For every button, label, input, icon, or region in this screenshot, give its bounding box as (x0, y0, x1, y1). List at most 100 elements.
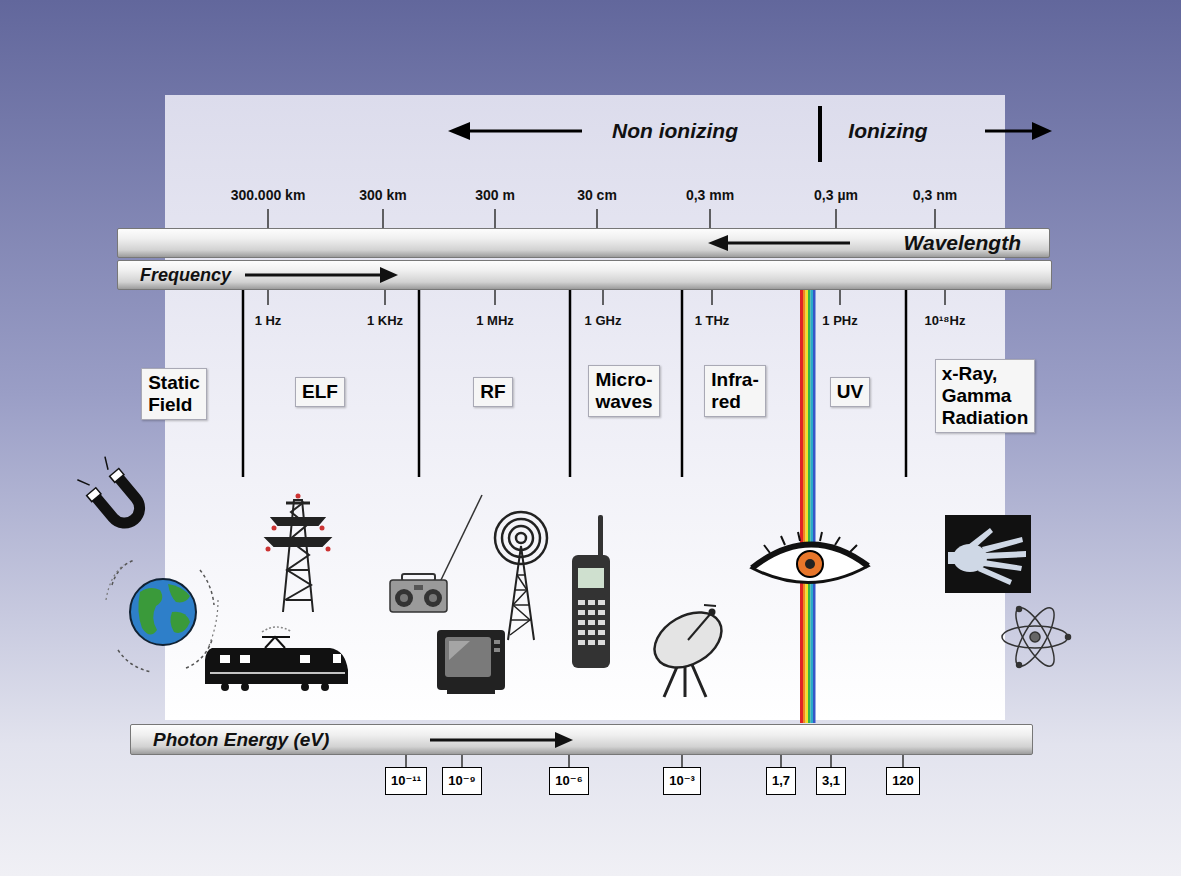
eye-icon (752, 544, 868, 582)
visible-light-band (803, 290, 806, 723)
label-holder: 0,3 mm (686, 187, 734, 203)
eye-icon (764, 532, 857, 553)
band-box: Static Field (141, 368, 207, 420)
node-text: 10⁻⁹ (448, 771, 476, 791)
x-ray-hand-icon (983, 560, 1022, 571)
band-dividers (681, 290, 684, 477)
energy-value-box: 10⁻⁹ (442, 767, 482, 795)
ionizing-arrows (448, 122, 470, 140)
mobile-phone-icon (578, 610, 585, 615)
radio-icon (402, 574, 435, 581)
broadcast-tower-icon (508, 546, 534, 640)
radio-icon (429, 594, 437, 602)
panel (165, 95, 1005, 720)
x-ray-hand-icon (968, 528, 993, 550)
scale-ticks (268, 209, 945, 767)
frequency-tick-label: 10¹⁸Hz (925, 313, 966, 328)
earth-icon (138, 588, 162, 635)
band-dividers (569, 290, 572, 477)
satellite-dish-icon (645, 601, 731, 697)
band-box: Infra- red (704, 365, 766, 417)
x-ray-hand-icon (945, 515, 1031, 593)
energy-value-box: 10⁻⁶ (549, 767, 588, 795)
node-text: 1,7 (772, 771, 790, 791)
wavelength-tick-label: 300 m (475, 187, 515, 203)
frequency-tick-label: 1 KHz (367, 313, 403, 328)
node-text: UV (837, 381, 863, 403)
pylon-icon (320, 526, 325, 531)
node-text: Photon Energy (eV) (153, 729, 329, 751)
radio-icon (424, 589, 442, 607)
band-box: UV (830, 377, 870, 407)
broadcast-tower-icon (509, 526, 533, 550)
node-text: 10⁻³ (669, 771, 695, 791)
atom-icon (1009, 603, 1061, 671)
mobile-phone-icon (578, 600, 605, 645)
radiation-class-label: Non ionizing (612, 119, 738, 143)
train-icon (205, 648, 348, 684)
x-ray-hand-icon (953, 544, 987, 572)
band-dividers (242, 290, 245, 477)
pylon-icon (266, 538, 330, 546)
eye-icon (752, 532, 868, 583)
node-text: Micro- waves (595, 369, 652, 413)
atom-icon (1002, 603, 1071, 671)
band-box: ELF (295, 377, 345, 407)
train-icon (301, 683, 309, 691)
label-holder: 1 MHz (476, 313, 514, 328)
visible-light-band (806, 290, 809, 723)
wavelength-tick-label: 30 cm (577, 187, 617, 203)
label-holder: 30 cm (577, 187, 617, 203)
wavelength-tick-label: 0,3 nm (913, 187, 957, 203)
eye-icon (752, 544, 868, 568)
scale-ticks (494, 290, 496, 305)
broadcast-tower-icon (516, 533, 526, 543)
label-holder: 1 KHz (367, 313, 403, 328)
node-text: Static Field (148, 372, 200, 416)
visible-light-band (808, 290, 811, 723)
atom-icon (1066, 635, 1071, 640)
atom-icon (1002, 626, 1068, 648)
train-icon (333, 654, 341, 663)
radiation-class-label: Ionizing (848, 119, 927, 143)
scale-ticks (596, 209, 598, 228)
mobile-phone-icon (598, 515, 603, 557)
pylon-icon (272, 518, 324, 525)
node-text: x-Ray, Gamma Radiation (942, 363, 1029, 429)
broadcast-tower-icon (495, 512, 547, 564)
television-icon (494, 648, 500, 652)
visible-light-band (813, 290, 816, 723)
atom-icon (1009, 603, 1061, 671)
broadcast-tower-icon (495, 512, 547, 640)
mobile-phone-icon (578, 600, 585, 605)
x-ray-hand-icon (978, 566, 1012, 585)
scale-ticks (382, 209, 384, 228)
mobile-phone-icon (598, 600, 605, 605)
mobile-phone-icon (578, 568, 604, 588)
mobile-phone-icon (598, 610, 605, 615)
earth-icon (106, 560, 218, 672)
television-icon (447, 690, 495, 694)
atom-icon (1017, 607, 1022, 612)
label-holder: 0,3 µm (814, 187, 858, 203)
mobile-phone-icon (588, 640, 595, 645)
label-holder: 10¹⁸Hz (925, 313, 966, 328)
scale-ticks (602, 290, 604, 305)
frequency-tick-label: 1 Hz (255, 313, 282, 328)
train-icon (262, 637, 290, 648)
radio-icon (395, 589, 413, 607)
scale-ticks (568, 755, 570, 767)
ionizing-arrows (985, 130, 1034, 133)
atom-icon (1017, 663, 1022, 668)
energy-value-box: 1,7 (766, 767, 796, 795)
train-icon (210, 672, 345, 674)
satellite-dish-icon (704, 605, 716, 606)
eye-icon (797, 551, 823, 577)
label-holder: Non ionizing (612, 119, 738, 143)
pylon-icon (266, 494, 331, 613)
television-icon (437, 630, 505, 694)
pylon-icon (283, 500, 313, 612)
band-box: RF (473, 377, 512, 407)
frequency-bar: Frequency (117, 260, 1052, 290)
mobile-phone-icon (598, 630, 605, 635)
